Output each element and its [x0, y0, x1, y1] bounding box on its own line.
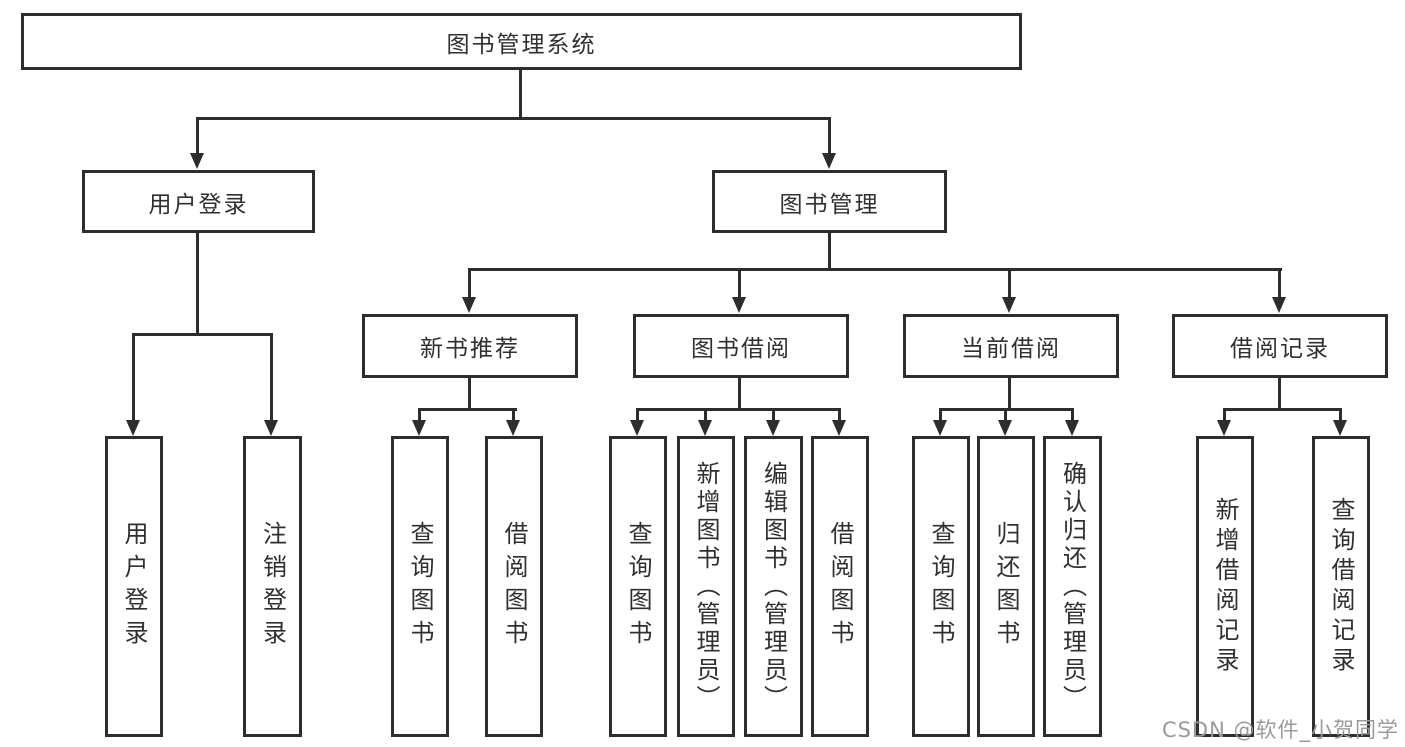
arrowhead-icon [1272, 297, 1286, 313]
node-label: 用户登录 [148, 191, 249, 218]
connector [196, 233, 199, 336]
connector [1278, 378, 1281, 411]
connector [738, 268, 741, 299]
node-label: 归还图书 [992, 520, 1020, 653]
arrowhead-icon [998, 420, 1012, 436]
connector [468, 378, 471, 411]
connector [196, 117, 199, 154]
leaf-query-books-2: 查询图书 [609, 436, 667, 737]
connector [1278, 268, 1281, 299]
node-current-borrow: 当前借阅 [903, 314, 1119, 378]
connector [828, 117, 831, 154]
node-borrow-records: 借阅记录 [1172, 314, 1388, 378]
arrowhead-icon [412, 420, 426, 436]
leaf-borrow-books-2: 借阅图书 [811, 436, 869, 737]
node-label: 图书管理 [779, 191, 880, 218]
connector [838, 408, 841, 421]
connector [636, 408, 841, 411]
leaf-return-books: 归还图书 [977, 436, 1035, 737]
connector [468, 268, 471, 299]
leaf-add-books-admin: 新增图书（管理员） [677, 436, 735, 737]
connector [1008, 268, 1011, 299]
connector [704, 408, 707, 421]
leaf-logout: 注销登录 [243, 436, 302, 737]
node-new-book-recommend: 新书推荐 [362, 314, 578, 378]
node-label: 图书借阅 [691, 336, 791, 362]
node-label: 确认归还（管理员） [1058, 460, 1087, 713]
node-label: 查询图书 [927, 520, 955, 653]
node-book-management: 图书管理 [712, 170, 947, 233]
leaf-borrow-books-1: 借阅图书 [485, 436, 543, 737]
node-label: 借阅图书 [500, 520, 528, 653]
arrowhead-icon [462, 297, 476, 313]
connector [519, 68, 522, 119]
arrowhead-icon [1217, 420, 1231, 436]
node-label: 新增借阅记录 [1211, 496, 1239, 677]
leaf-user-login: 用户登录 [105, 436, 163, 737]
node-label: 新增图书（管理员） [692, 460, 720, 713]
node-label: 查询图书 [406, 520, 434, 653]
arrowhead-icon [1065, 420, 1079, 436]
leaf-add-borrow-record: 新增借阅记录 [1196, 436, 1254, 737]
connector [828, 233, 831, 271]
arrowhead-icon [933, 420, 947, 436]
leaf-query-books-1: 查询图书 [391, 436, 449, 737]
connector [738, 378, 741, 411]
connector [270, 333, 273, 421]
arrowhead-icon [1333, 420, 1347, 436]
connector [418, 408, 517, 411]
csdn-watermark: CSDN @软件_小贺同学 [1161, 718, 1399, 742]
arrowhead-icon [126, 420, 140, 436]
node-label: 编辑图书（管理员） [759, 460, 788, 713]
connector [512, 408, 515, 421]
node-book-borrow: 图书借阅 [633, 314, 849, 378]
connector [1004, 408, 1007, 421]
node-label: 借阅图书 [826, 520, 854, 653]
connector [772, 408, 775, 421]
node-label: 图书管理系统 [446, 31, 597, 58]
arrowhead-icon [698, 420, 712, 436]
arrowhead-icon [766, 420, 780, 436]
leaf-query-books-3: 查询图书 [912, 436, 970, 737]
connector [1071, 408, 1074, 421]
connector [1339, 408, 1342, 421]
arrowhead-icon [630, 420, 644, 436]
connector [468, 268, 1282, 271]
arrowhead-icon [732, 297, 746, 313]
arrowhead-icon [1002, 297, 1016, 313]
connector [939, 408, 942, 421]
leaf-edit-books-admin: 编辑图书（管理员） [744, 436, 803, 737]
node-label: 注销登录 [258, 520, 287, 653]
arrowhead-icon [832, 420, 846, 436]
node-label: 当前借阅 [961, 336, 1061, 362]
node-label: 查询图书 [624, 520, 652, 653]
connector [1008, 378, 1011, 411]
node-label: 用户登录 [120, 520, 148, 653]
connector [1223, 408, 1342, 411]
node-label: 查询借阅记录 [1327, 496, 1355, 677]
arrowhead-icon [190, 153, 204, 169]
connector [132, 333, 273, 336]
node-label: 借阅记录 [1230, 336, 1330, 362]
connector [1223, 408, 1226, 421]
leaf-confirm-return-admin: 确认归还（管理员） [1043, 436, 1102, 737]
leaf-query-borrow-record: 查询借阅记录 [1312, 436, 1370, 737]
connector [418, 408, 421, 421]
node-user-login: 用户登录 [82, 170, 315, 233]
arrowhead-icon [264, 420, 278, 436]
connector [196, 117, 831, 120]
node-root-system: 图书管理系统 [21, 13, 1022, 70]
arrowhead-icon [822, 153, 836, 169]
node-label: 新书推荐 [420, 336, 520, 362]
connector [636, 408, 639, 421]
connector [132, 333, 135, 421]
arrowhead-icon [506, 420, 520, 436]
